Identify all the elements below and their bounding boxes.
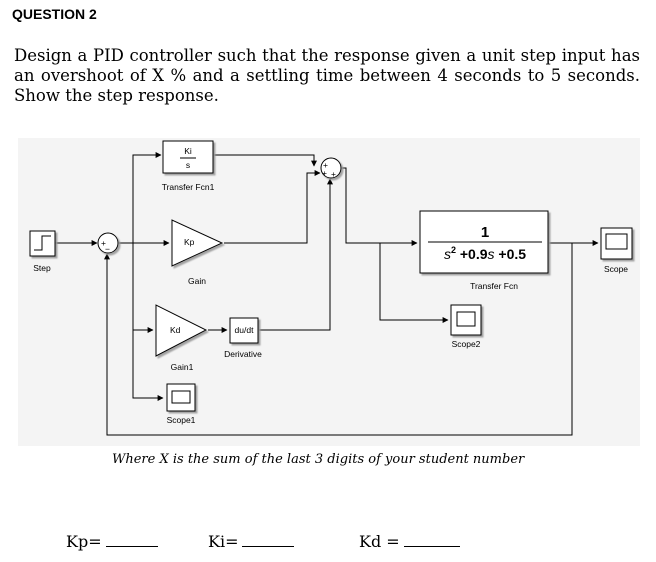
sum-pid-plus-top: +	[323, 160, 328, 170]
sum-main-minus-sign: −	[105, 244, 110, 254]
sum-block-pid[interactable]	[320, 157, 342, 179]
gain-kp-block[interactable]	[171, 219, 224, 267]
scope-label: Scope	[604, 264, 628, 274]
derivative-block[interactable]	[229, 317, 259, 344]
sum-pid-plus-left: +	[322, 168, 327, 178]
student-number-note: Where X is the sum of the last 3 digits …	[112, 452, 525, 467]
gain-kd-block[interactable]	[155, 304, 208, 357]
plant-numerator: 1	[481, 224, 489, 241]
kd-answer-label: Kd =	[359, 532, 400, 551]
ki-answer-blank[interactable]	[242, 532, 295, 547]
kp-answer-blank[interactable]	[105, 532, 158, 547]
step-block[interactable]	[29, 230, 56, 257]
scope2-block[interactable]	[450, 304, 482, 336]
transfer-fcn1-label: Transfer Fcn1	[162, 182, 215, 192]
diagram-canvas	[18, 138, 640, 446]
scope1-label: Scope1	[167, 415, 196, 425]
derivative-label: Derivative	[224, 349, 262, 359]
gain-kd-text: Kd	[170, 325, 181, 335]
question-text: Design a PID controller such that the re…	[14, 46, 640, 105]
kp-answer-label: Kp=	[66, 532, 102, 551]
signal-wires	[55, 152, 599, 436]
gain1-label: Gain1	[171, 362, 194, 372]
transfer-fcn-label: Transfer Fcn	[470, 281, 518, 291]
plant-denominator: s2 +0.9s +0.5	[444, 245, 526, 262]
question-heading: QUESTION 2	[12, 6, 97, 22]
step-label: Step	[33, 263, 51, 273]
scope2-label: Scope2	[452, 339, 481, 349]
integrator-numerator: Ki	[184, 146, 192, 156]
integrator-denominator: s	[186, 160, 190, 170]
gain-label: Gain	[188, 276, 206, 286]
scope-block[interactable]	[600, 227, 633, 260]
sum-pid-plus-bottom: +	[331, 169, 336, 179]
derivative-block-text: du/dt	[235, 325, 255, 335]
ki-answer-label: Ki=	[208, 532, 239, 551]
kd-answer: Kd =	[359, 532, 460, 551]
integrator-block[interactable]	[162, 140, 214, 174]
gain-kp-text: Kp	[184, 237, 195, 247]
kp-answer: Kp=	[66, 532, 158, 551]
kd-answer-blank[interactable]	[403, 532, 460, 547]
sum-block-main[interactable]	[97, 232, 119, 254]
sum-main-plus-sign: +	[101, 238, 106, 248]
ki-answer: Ki=	[208, 532, 295, 551]
scope1-block[interactable]	[166, 383, 196, 412]
